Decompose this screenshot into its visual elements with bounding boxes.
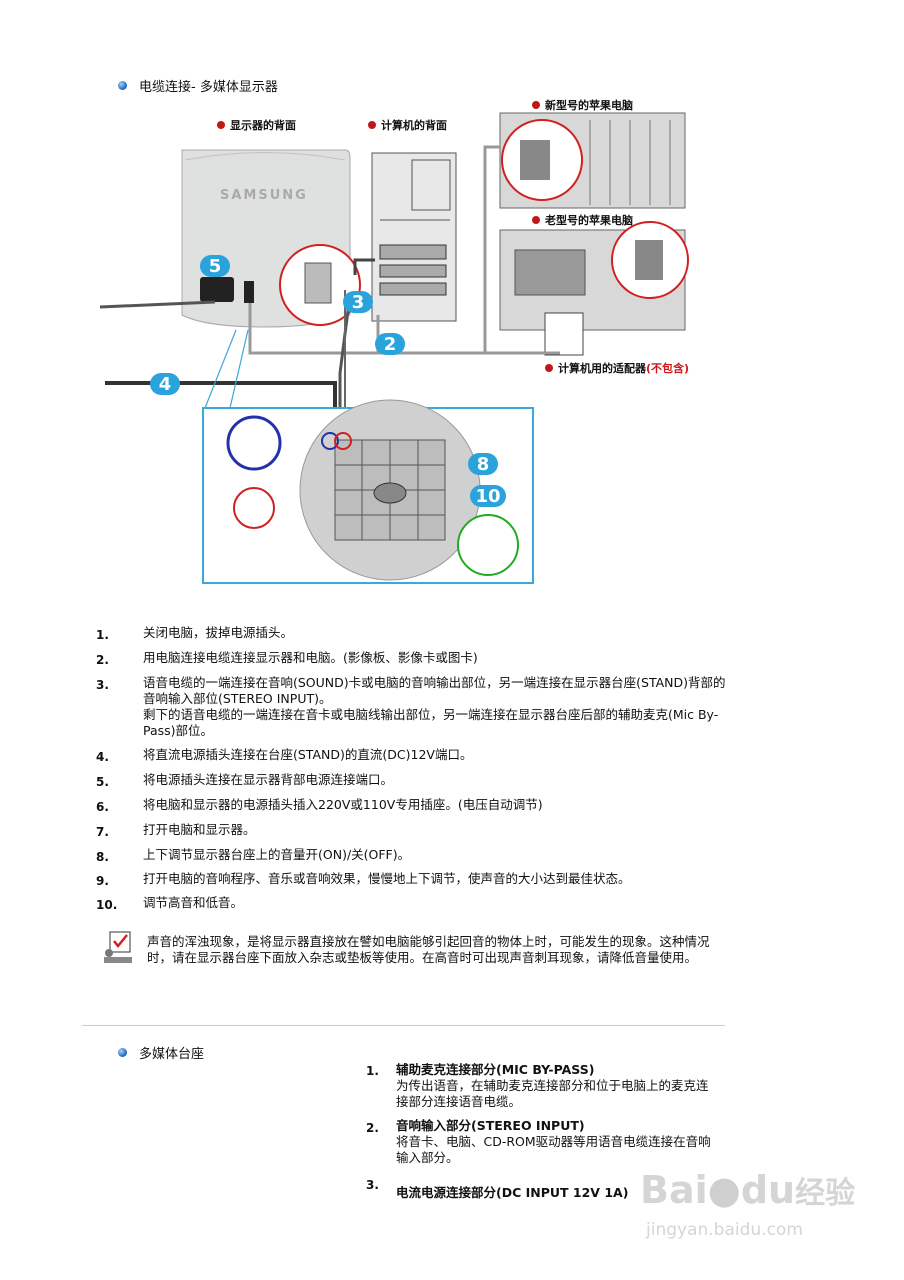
red-dot-icon <box>532 216 540 224</box>
watermark-logo: Bai●du经验 <box>640 1168 856 1212</box>
callout-5: 5 <box>200 255 230 277</box>
step-text: 用电脑连接电缆连接显示器和电脑。(影像板、影像卡或图卡) <box>143 650 478 665</box>
brand-logo: SAMSUNG <box>220 188 308 203</box>
diagram-graphics <box>99 112 689 584</box>
red-dot-icon <box>532 101 540 109</box>
step-number: 4. <box>96 750 109 764</box>
watermark-url: jingyan.baidu.com <box>646 1220 803 1240</box>
step-number: 3. <box>96 678 109 692</box>
step-number: 9. <box>96 874 109 888</box>
part-title: 电流电源连接部分(DC INPUT 12V 1A) <box>396 1185 629 1200</box>
label-computer-back: 计算机的背面 <box>368 117 447 133</box>
step-text: 上下调节显示器台座上的音量开(ON)/关(OFF)。 <box>143 847 411 862</box>
part-title: 音响输入部分(STEREO INPUT) <box>396 1118 585 1133</box>
step-text: 将电源插头连接在显示器背部电源连接端口。 <box>143 772 394 787</box>
part-number: 2. <box>366 1121 379 1135</box>
part-desc: 将音卡、电脑、CD-ROM驱动器等用语音电缆连接在音响输入部分。 <box>396 1134 711 1165</box>
step-number: 10. <box>96 898 118 912</box>
note-checklist-icon <box>100 930 136 966</box>
callout-4: 4 <box>150 373 180 395</box>
label-monitor-back: 显示器的背面 <box>217 117 296 133</box>
new-mac <box>499 112 686 209</box>
red-dot-icon <box>217 121 225 129</box>
computer-tower <box>371 152 457 322</box>
bullet-icon <box>118 81 127 90</box>
step-text: 调节高音和低音。 <box>143 895 244 910</box>
old-mac <box>499 221 689 356</box>
connection-diagram: SAMSUNG 显示器的背面 计算机的背面 新型号的苹果电脑 老型号的苹果电脑 … <box>0 95 904 595</box>
label-adapter: 计算机用的适配器 (不包含) <box>545 360 689 376</box>
note-text: 声音的浑浊现象，是将显示器直接放在譬如电脑能够引起回音的物体上时，可能发生的现象… <box>147 934 710 965</box>
step-text: 打开电脑和显示器。 <box>143 822 256 837</box>
label-new-mac: 新型号的苹果电脑 <box>532 97 633 113</box>
section-title-cable: 电缆连接- 多媒体显示器 <box>118 76 278 95</box>
step-number: 6. <box>96 800 109 814</box>
red-dot-icon <box>545 364 553 372</box>
part-item: 辅助麦克连接部分(MIC BY-PASS) 为传出语音，在辅助麦克连接部分和位于… <box>396 1062 716 1110</box>
callout-2: 2 <box>375 333 405 355</box>
baidu-watermark: Bai●du经验 jingyan.baidu.com <box>640 1150 870 1260</box>
red-dot-icon <box>368 121 376 129</box>
callout-8: 8 <box>468 453 498 475</box>
step-number: 1. <box>96 628 109 642</box>
step-number: 5. <box>96 775 109 789</box>
step-text-continued: 剩下的语音电缆的一端连接在音卡或电脑线输出部位，另一端连接在显示器台座后部的辅助… <box>143 707 719 738</box>
label-old-mac: 老型号的苹果电脑 <box>532 212 633 228</box>
part-desc: 为传出语音，在辅助麦克连接部分和位于电脑上的麦克连接部分连接语音电缆。 <box>396 1078 709 1109</box>
step-number: 2. <box>96 653 109 667</box>
step-text: 关闭电脑，拔掉电源插头。 <box>143 625 294 640</box>
step-text: 将电脑和显示器的电源插头插入220V或110V专用插座。(电压自动调节) <box>143 797 543 812</box>
section-title-stand: 多媒体台座 <box>118 1043 204 1062</box>
part-title: 辅助麦克连接部分(MIC BY-PASS) <box>396 1062 595 1077</box>
part-item: 电流电源连接部分(DC INPUT 12V 1A) <box>396 1185 716 1201</box>
part-item: 音响输入部分(STEREO INPUT) 将音卡、电脑、CD-ROM驱动器等用语… <box>396 1118 716 1166</box>
step-text: 将直流电源插头连接在台座(STAND)的直流(DC)12V端口。 <box>143 747 473 762</box>
callout-3: 3 <box>343 291 373 313</box>
part-number: 3. <box>366 1178 379 1192</box>
step-number: 8. <box>96 850 109 864</box>
part-number: 1. <box>366 1064 379 1078</box>
callout-10: 10 <box>470 485 506 507</box>
step-text: 语音电缆的一端连接在音响(SOUND)卡或电脑的音响输出部位，另一端连接在显示器… <box>143 675 726 706</box>
step-number: 7. <box>96 825 109 839</box>
section-divider <box>82 1025 725 1026</box>
bullet-icon <box>118 1048 127 1057</box>
step-text: 打开电脑的音响程序、音乐或音响效果，慢慢地上下调节，使声音的大小达到最佳状态。 <box>143 871 631 886</box>
